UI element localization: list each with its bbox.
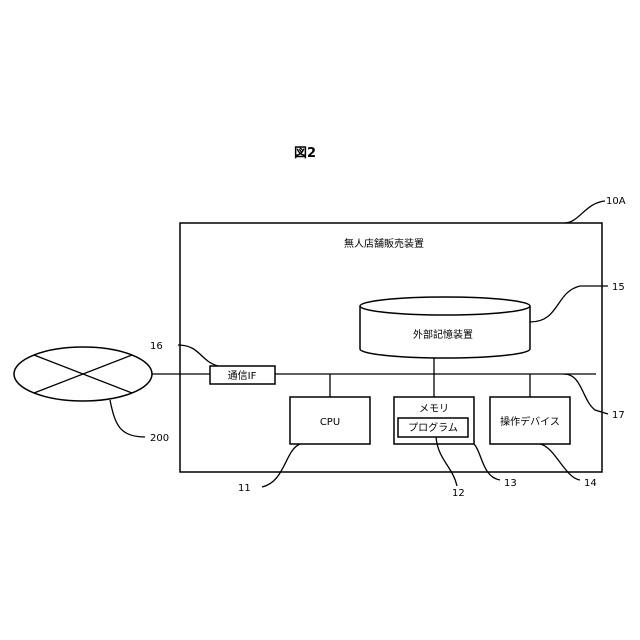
comm-if-ref: 16 xyxy=(150,341,163,352)
network-ref: 200 xyxy=(150,433,169,444)
program-label: プログラム xyxy=(408,421,458,434)
storage-ref: 15 xyxy=(612,282,625,293)
figure-label: 図2 xyxy=(294,146,316,161)
storage-cylinder xyxy=(360,297,530,358)
device-leader xyxy=(565,201,605,223)
network-symbol xyxy=(14,347,152,401)
comm-if-label: 通信IF xyxy=(228,370,257,382)
program-ref: 12 xyxy=(452,488,465,499)
device-ref: 10A xyxy=(606,196,626,207)
opdev-ref: 14 xyxy=(584,478,597,489)
device-name: 無人店舗販売装置 xyxy=(344,237,424,250)
opdev-label: 操作デバイス xyxy=(500,415,560,428)
bus-ref: 17 xyxy=(612,410,625,421)
network-leader xyxy=(110,400,145,437)
memory-label: メモリ xyxy=(419,404,449,415)
storage-label: 外部記憶装置 xyxy=(413,328,473,341)
memory-ref: 13 xyxy=(504,478,517,489)
cpu-ref: 11 xyxy=(238,483,251,494)
cpu-label: CPU xyxy=(320,417,340,428)
